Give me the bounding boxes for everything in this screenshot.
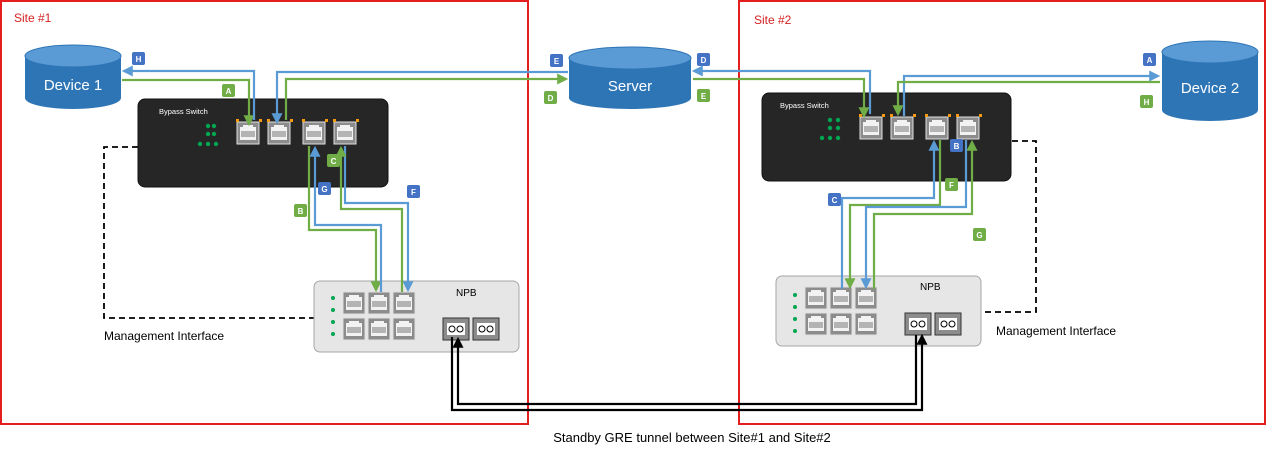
- svg-text:C: C: [331, 157, 337, 166]
- svg-text:B: B: [954, 142, 960, 151]
- switch-port-icon: [267, 121, 291, 145]
- npb-site-2: NPB: [775, 275, 982, 347]
- npb-port-icon: [829, 286, 853, 310]
- npb-port-icon: [392, 317, 416, 341]
- management-interface-site-1-label: Management Interface: [104, 329, 224, 343]
- path-tag-h: H: [1140, 95, 1153, 108]
- svg-text:G: G: [321, 185, 327, 194]
- npb-port-icon: [367, 291, 391, 315]
- path-tag-g: G: [318, 182, 331, 195]
- svg-text:C: C: [832, 196, 838, 205]
- svg-text:D: D: [701, 56, 707, 65]
- path-tag-g: G: [973, 228, 986, 241]
- path-tag-e: E: [697, 89, 710, 102]
- svg-text:D: D: [548, 94, 554, 103]
- site-1-label: Site #1: [14, 11, 52, 25]
- device-2-label: Device 2: [1181, 80, 1239, 97]
- device-1-label: Device 1: [44, 77, 102, 94]
- fiber-port-icon: [442, 317, 470, 341]
- switch-port-icon: [302, 121, 326, 145]
- bypass-switch-site-1-label: Bypass Switch: [159, 107, 208, 116]
- fiber-port-icon: [934, 312, 962, 336]
- path-tag-f: F: [945, 178, 958, 191]
- path-tag-d: D: [697, 53, 710, 66]
- path-tag-b: B: [294, 204, 307, 217]
- tunnel-caption: Standby GRE tunnel between Site#1 and Si…: [553, 430, 831, 445]
- site-2-boundary: Site #2: [738, 0, 1266, 425]
- site-1-boundary: Site #1: [0, 0, 529, 425]
- svg-text:F: F: [411, 188, 416, 197]
- svg-text:F: F: [949, 181, 954, 190]
- path-tag-a: A: [1143, 53, 1156, 66]
- svg-text:H: H: [1144, 98, 1150, 107]
- switch-port-icon: [236, 121, 260, 145]
- device-2: Device 2: [1161, 40, 1259, 121]
- npb-port-icon: [829, 312, 853, 336]
- switch-port-icon: [956, 116, 980, 140]
- npb-port-icon: [342, 317, 366, 341]
- path-tags-site-2: D E A H B F C G: [697, 53, 1156, 241]
- management-interface-site-2-label: Management Interface: [996, 324, 1116, 338]
- bypass-switch-site-1: Bypass Switch: [137, 98, 389, 188]
- npb-port-icon: [804, 286, 828, 310]
- path-tag-b: B: [950, 139, 963, 152]
- path-tag-c: C: [828, 193, 841, 206]
- svg-text:A: A: [1147, 56, 1153, 65]
- path-tag-e: E: [550, 54, 563, 67]
- switch-port-icon: [333, 121, 357, 145]
- bypass-switch-site-2: Bypass Switch: [761, 92, 1012, 182]
- npb-port-icon: [804, 312, 828, 336]
- npb-site-1-label: NPB: [456, 288, 477, 299]
- path-tag-d: D: [544, 91, 557, 104]
- npb-port-icon: [854, 286, 878, 310]
- npb-site-2-label: NPB: [920, 282, 941, 293]
- status-leds-site-2: [819, 117, 841, 141]
- switch-port-icon: [890, 116, 914, 140]
- switch-port-icon: [925, 116, 949, 140]
- path-tag-f: F: [407, 185, 420, 198]
- svg-text:E: E: [554, 57, 560, 66]
- device-1: Device 1: [24, 44, 122, 109]
- fiber-port-icon: [904, 312, 932, 336]
- svg-text:E: E: [701, 92, 707, 101]
- path-tags-site-1: H A E D C G F B: [132, 52, 563, 217]
- npb-site-1: NPB: [313, 280, 520, 353]
- svg-text:A: A: [226, 87, 232, 96]
- svg-text:G: G: [976, 231, 982, 240]
- traffic-paths-site-2: [691, 65, 1161, 290]
- gre-tunnel: [450, 333, 928, 412]
- path-tag-c: C: [327, 154, 340, 167]
- switch-port-icon: [859, 116, 883, 140]
- management-link-site-2: [981, 140, 1037, 313]
- npb-port-icon: [342, 291, 366, 315]
- svg-text:B: B: [298, 207, 304, 216]
- status-leds-site-1: [197, 123, 219, 147]
- server-label: Server: [608, 78, 652, 95]
- server: Server: [568, 46, 692, 109]
- npb-port-icon: [392, 291, 416, 315]
- npb-port-icon: [367, 317, 391, 341]
- management-link-site-1: [103, 146, 314, 319]
- bypass-switch-site-2-label: Bypass Switch: [780, 101, 829, 110]
- path-tag-h: H: [132, 52, 145, 65]
- npb-port-icon: [854, 312, 878, 336]
- site-2-label: Site #2: [754, 13, 792, 27]
- path-tag-a: A: [222, 84, 235, 97]
- svg-text:H: H: [136, 55, 142, 64]
- fiber-port-icon: [472, 317, 500, 341]
- traffic-paths-site-1: [121, 65, 569, 293]
